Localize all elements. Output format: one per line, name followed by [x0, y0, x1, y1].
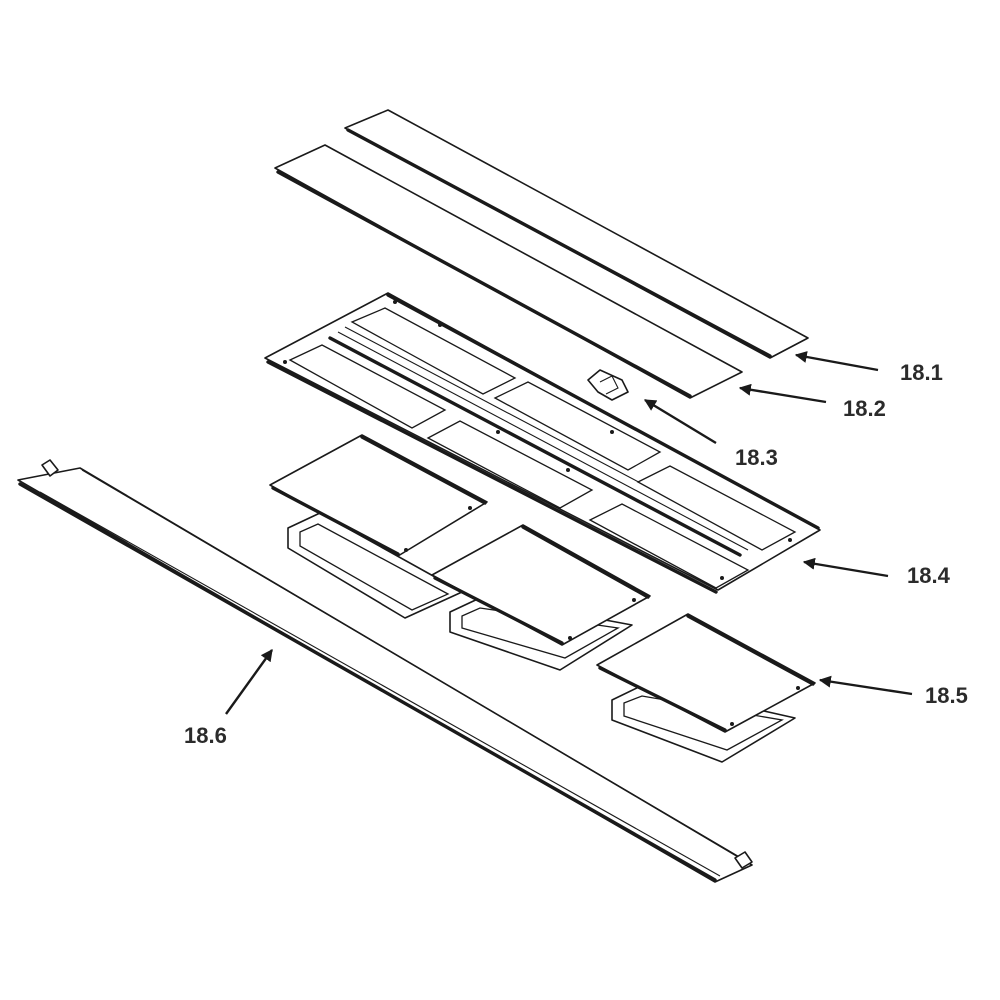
callout-18-3: 18.3	[643, 398, 778, 470]
callout-label: 18.4	[907, 563, 951, 588]
frame-plate-18-4	[264, 292, 821, 594]
callout-18-6: 18.6	[184, 649, 273, 748]
callout-label: 18.3	[735, 445, 778, 470]
cover-panel-18-2	[274, 144, 743, 399]
channel-18-6	[17, 459, 753, 883]
callout-label: 18.5	[925, 683, 968, 708]
callout-label: 18.2	[843, 396, 886, 421]
sub-plate-right	[596, 613, 816, 763]
cover-panel-18-1	[344, 109, 809, 359]
callout-18-1: 18.1	[794, 351, 943, 385]
bracket-18-3	[587, 369, 629, 401]
callout-label: 18.6	[184, 723, 227, 748]
sub-plate-left	[269, 434, 488, 619]
callout-18-5: 18.5	[818, 675, 968, 708]
callout-18-4: 18.4	[802, 557, 951, 588]
callout-18-2: 18.2	[738, 383, 886, 421]
callout-label: 18.1	[900, 360, 943, 385]
sub-plate-middle	[431, 524, 651, 671]
